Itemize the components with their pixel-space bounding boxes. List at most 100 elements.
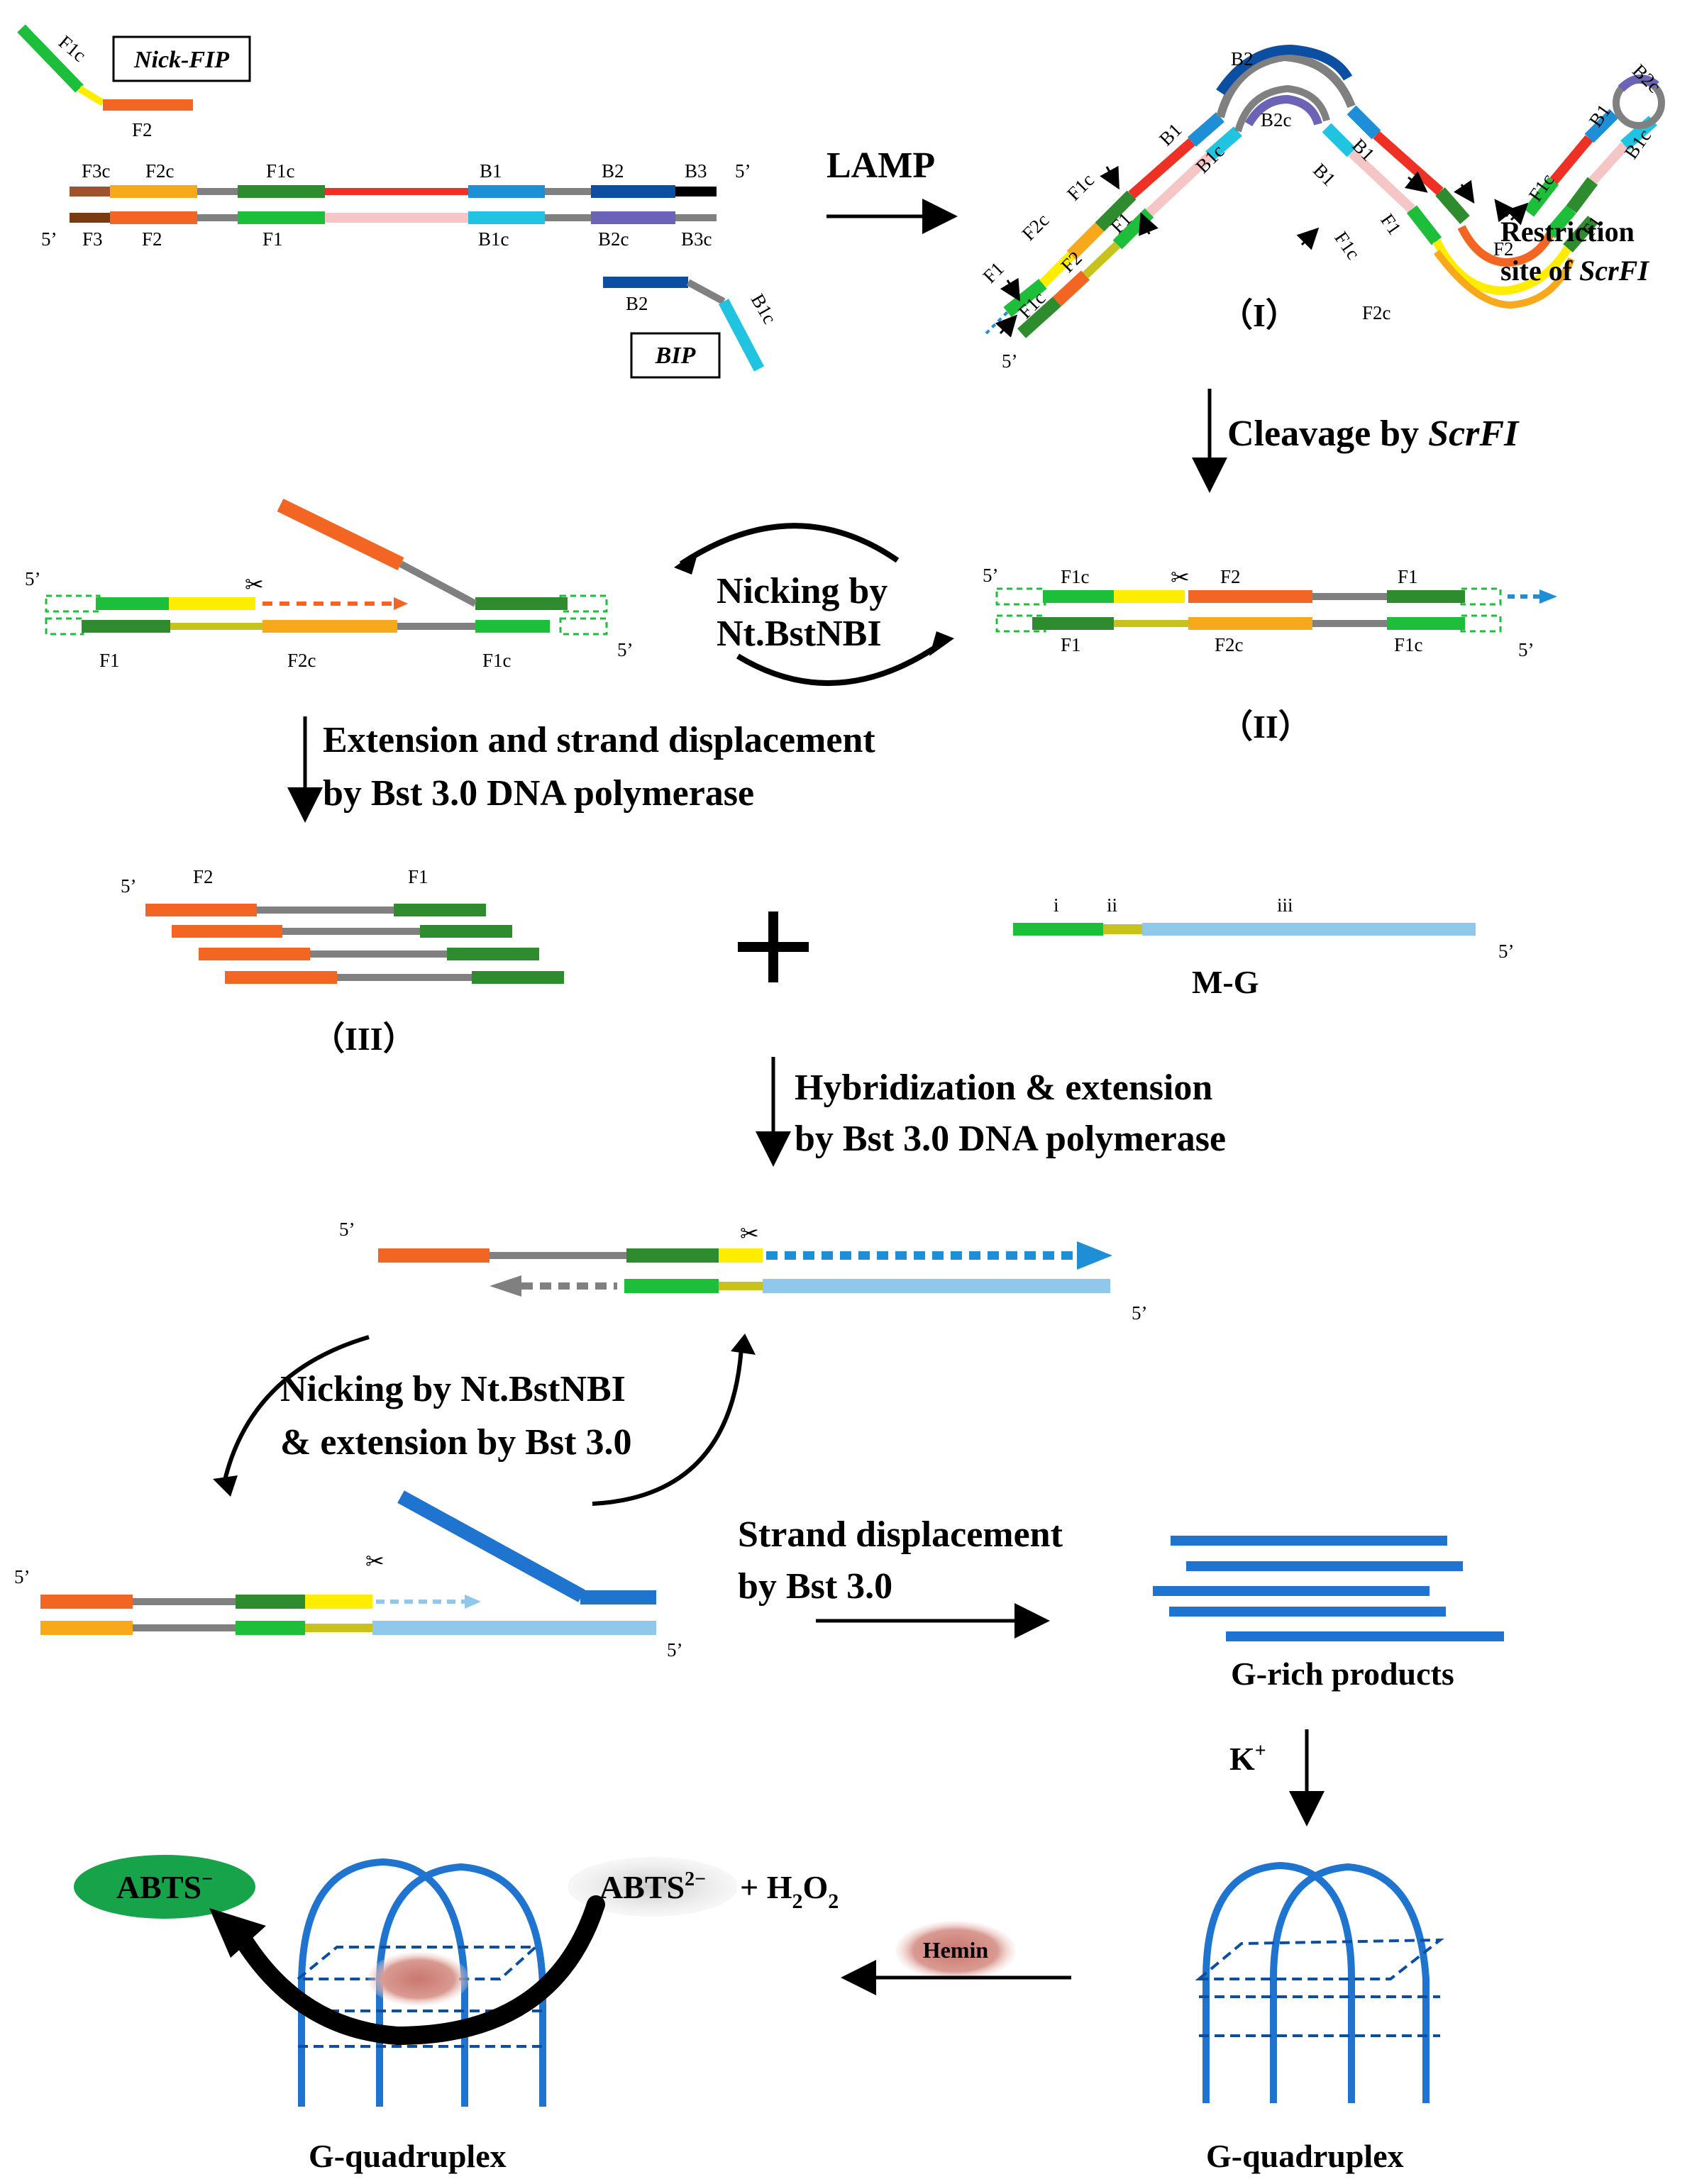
s2-bot-f1c: F1c <box>1394 634 1423 655</box>
gquad-right: G-quadruplex <box>1195 1861 1444 2174</box>
mg-probe: i ii iii 5’ M-G <box>1013 894 1515 1000</box>
s2-top-f1c: F1c <box>1061 566 1090 587</box>
restriction-label-1: Restriction <box>1500 216 1635 248</box>
k-letter: K <box>1229 1741 1255 1777</box>
s2-bot-f2c: F2c <box>1215 634 1244 655</box>
left-label-f2c: F2c <box>287 650 316 671</box>
iii-5prime: 5’ <box>121 875 137 897</box>
s1-label-b2: B2 <box>1231 48 1254 70</box>
scissors-icon-1: ✂ <box>245 572 264 597</box>
lamp-label: LAMP <box>826 145 935 186</box>
gquad-right-label: G-quadruplex <box>1206 2138 1404 2174</box>
iii-label-f2: F2 <box>193 866 214 887</box>
h2o2-sub2: 2 <box>828 1890 839 1913</box>
nick-ext-label-1: Nicking by Nt.BstNBI <box>280 1369 626 1409</box>
h2o2-plus: + H <box>740 1869 792 1905</box>
b-b1c: B1c <box>478 228 509 250</box>
hemin-label: Hemin <box>923 1937 989 1963</box>
s1-label-f1c2: F1 <box>1376 210 1405 239</box>
bip-label: BIP <box>655 343 696 369</box>
abts-minus-text: ABTS <box>116 1869 201 1905</box>
t-b3: B3 <box>685 160 707 182</box>
cleavage-text: Cleavage by <box>1227 414 1428 454</box>
b-b3c: B3c <box>681 228 712 250</box>
left-label-f1c: F1c <box>482 650 512 671</box>
nick-ext-label-2: & extension by Bst 3.0 <box>280 1422 631 1463</box>
hybrid-5prime-bottom: 5’ <box>1132 1302 1148 1324</box>
label-f2: F2 <box>132 119 153 140</box>
hemin-step: Hemin <box>841 1921 1071 1995</box>
t-b2: B2 <box>602 160 624 182</box>
s2-5prime-bottom: 5’ <box>1518 639 1535 660</box>
s1-label-f1c3: F1c <box>1330 228 1364 263</box>
structure-i-roman: （I） <box>1220 297 1298 333</box>
hybrid-label-1: Hybridization & extension <box>795 1068 1212 1108</box>
bip-label-b2: B2 <box>626 293 648 314</box>
s2-bot-f1: F1 <box>1061 634 1081 655</box>
h2o2-o: O <box>803 1869 829 1905</box>
h2o2-sub: 2 <box>792 1890 803 1913</box>
s1-label-b1c: B1 <box>1309 159 1339 189</box>
scissors-icon-3: ✂ <box>740 1221 759 1246</box>
structure-i: B2 B2c B1 B1c B1 B1 B1 B1c B2c F1c F1 F2… <box>978 44 1665 372</box>
b-f2: F2 <box>142 228 162 250</box>
abts-2minus-oval <box>568 1857 738 1917</box>
b-b2c: B2c <box>598 228 629 250</box>
gquad-left-label: G-quadruplex <box>309 2138 507 2174</box>
t-f2c: F2c <box>145 160 175 182</box>
hybrid-label-2: by Bst 3.0 DNA polymerase <box>795 1119 1226 1159</box>
t-f3c: F3c <box>82 160 111 182</box>
structure-ii-roman: （II） <box>1220 709 1311 745</box>
extension-label-1: Extension and strand displacement <box>323 720 875 760</box>
iii-label-f1: F1 <box>408 866 428 887</box>
left-nicked-duplex: ✂ 5’ 5’ F1 F2c F1c <box>25 499 634 671</box>
g-rich-label: G-rich products <box>1231 1656 1454 1692</box>
s1-label-f2c: F2c <box>1017 209 1053 245</box>
cleavage-label: Cleavage by ScrFI <box>1227 414 1520 454</box>
abts-2minus-label: ABTS2− <box>599 1868 706 1905</box>
bound-hemin <box>367 1952 470 2006</box>
s1-label-b2c: B2c <box>1261 109 1292 131</box>
left-5prime-top: 5’ <box>25 568 41 589</box>
left-label-f1: F1 <box>99 650 120 671</box>
nick-fip-box <box>112 35 251 82</box>
abts-2minus-text: ABTS <box>599 1869 685 1905</box>
t-5prime-bottom: 5’ <box>41 228 57 250</box>
lamp-step: LAMP <box>826 145 958 234</box>
displacement-duplex: ✂ 5’ 5’ <box>14 1490 683 1661</box>
nick-fip-label: Nick-FIP <box>133 47 229 73</box>
hybrid-5prime-top: 5’ <box>339 1219 355 1240</box>
t-5prime-top: 5’ <box>735 160 751 182</box>
disp-5prime-top: 5’ <box>14 1566 31 1587</box>
abts-minus-label: ABTS− <box>116 1868 213 1905</box>
bip-box <box>630 332 721 379</box>
abts-minus-sup: − <box>201 1868 213 1890</box>
restriction-label-2a: site of <box>1500 255 1579 287</box>
s1-label-f1c: F1c <box>1063 170 1098 205</box>
disp-5prime-bottom: 5’ <box>667 1639 683 1661</box>
restriction-label-2: site of ScrFI <box>1500 255 1649 287</box>
bip-label-b1c: B1c <box>747 290 781 328</box>
hybrid-duplex: ✂ 5’ 5’ <box>339 1219 1148 1324</box>
k-plus-step: K+ <box>1229 1729 1325 1827</box>
s2-top-f1: F1 <box>1398 566 1418 587</box>
abts-reaction: ABTS− ABTS2− + H2O2 <box>74 1855 839 2046</box>
nicking-label-1: Nicking by <box>717 571 888 611</box>
cleavage-step: Cleavage by ScrFI <box>1192 389 1520 493</box>
mg-5prime: 5’ <box>1498 941 1515 962</box>
s1-label-f2c-loop: F2c <box>1362 302 1391 323</box>
left-5prime-bottom: 5’ <box>617 639 634 660</box>
abts-2minus-sup: 2− <box>685 1868 706 1890</box>
structure-iii-roman: （III） <box>312 1021 416 1057</box>
mg-region-iii: iii <box>1277 894 1293 916</box>
plus-sign <box>738 911 809 982</box>
strand-disp-label-1: Strand displacement <box>738 1514 1063 1555</box>
nick-fip-primer: F1c F2 Nick-FIP <box>17 24 251 140</box>
k-sup: + <box>1255 1740 1266 1762</box>
hybridization-step: Hybridization & extension by Bst 3.0 DNA… <box>756 1057 1226 1167</box>
hemin-blob <box>895 1921 1016 1980</box>
abts-minus-oval <box>74 1855 255 1919</box>
strand-disp-label-2: by Bst 3.0 <box>738 1566 892 1607</box>
